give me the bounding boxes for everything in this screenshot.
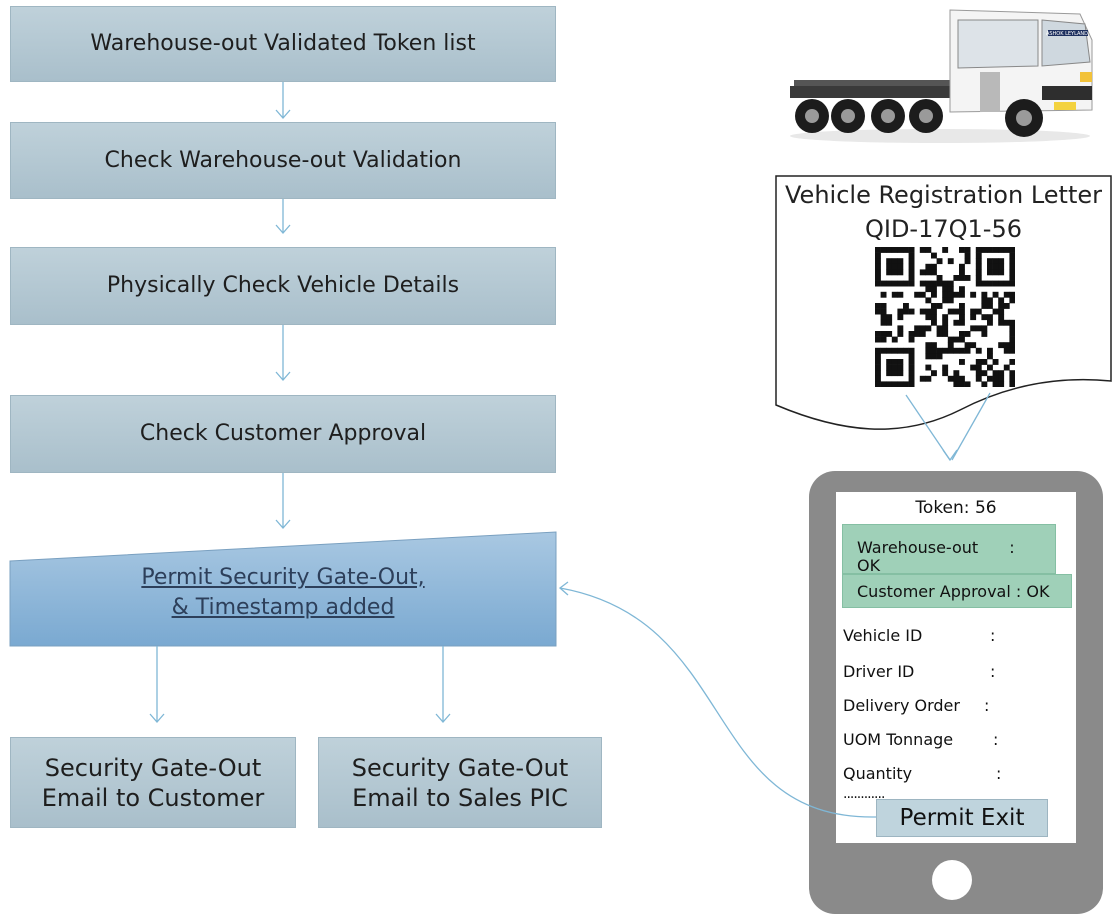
permit-line-1[interactable]: Permit Security Gate-Out, (141, 565, 425, 590)
step-label: Physically Check Vehicle Details (106, 273, 460, 298)
step-label: Warehouse-out Validated Token list (90, 31, 476, 56)
email-customer-line-2: Email to Customer (41, 783, 265, 812)
field-quantity: Quantity (843, 764, 913, 783)
letter-text: Vehicle Registration Letter QID-17Q1-56 (776, 178, 1111, 246)
field-sep: : (996, 764, 1002, 783)
field-uom-tonnage: UOM Tonnage (843, 730, 954, 749)
warehouse-value: OK (857, 556, 881, 574)
field-delivery-order: Delivery Order (843, 696, 960, 715)
token-line: Token: 56 (836, 498, 1076, 518)
field-sep: : (993, 730, 999, 749)
field-vehicle-id: Vehicle ID (843, 626, 923, 645)
email-sales-line-1: Security Gate-Out (351, 753, 569, 782)
truck-illustration: ASHOK LEYLAND (790, 9, 1093, 143)
warehouse-out-status: Warehouse-out : OK (842, 524, 1056, 574)
token-value: 56 (974, 498, 997, 518)
letter-code: QID-17Q1-56 (864, 215, 1022, 243)
customer-approval-text: Customer Approval : OK (857, 582, 1050, 601)
customer-approval-status: Customer Approval : OK (842, 574, 1072, 608)
step-label: Check Customer Approval (139, 421, 427, 446)
field-sep: : (990, 626, 996, 645)
svg-text:ASHOK LEYLAND: ASHOK LEYLAND (1046, 31, 1088, 37)
warehouse-label: Warehouse-out (857, 538, 979, 557)
field-sep: : (990, 662, 996, 681)
home-button[interactable] (932, 860, 972, 900)
email-customer-line-1: Security Gate-Out (44, 753, 262, 782)
step-label: Check Warehouse-out Validation (104, 147, 462, 173)
step-check-warehouse-out-validation: Check Warehouse-out Validation (10, 122, 556, 199)
permit-exit-button[interactable]: Permit Exit (876, 799, 1048, 837)
permit-line-2[interactable]: & Timestamp added (171, 595, 395, 620)
step-permit-security-gate-out[interactable]: Permit Security Gate-Out, & Timestamp ad… (10, 540, 556, 646)
token-label: Token: (915, 498, 970, 518)
step-check-customer-approval: Check Customer Approval (10, 395, 556, 473)
email-sales-line-2: Email to Sales PIC (352, 783, 568, 812)
field-sep: : (984, 696, 990, 715)
step-physically-check-vehicle: Physically Check Vehicle Details (10, 247, 556, 325)
field-driver-id: Driver ID (843, 662, 915, 681)
letter-title: Vehicle Registration Letter (785, 181, 1102, 209)
step-warehouse-out-token-list: Warehouse-out Validated Token list (10, 6, 556, 82)
qr-code-icon (875, 247, 1015, 387)
step-email-to-sales-pic: Security Gate-Out Email to Sales PIC (318, 737, 602, 828)
step-email-to-customer: Security Gate-Out Email to Customer (10, 737, 296, 828)
warehouse-sep: : (1009, 538, 1015, 557)
